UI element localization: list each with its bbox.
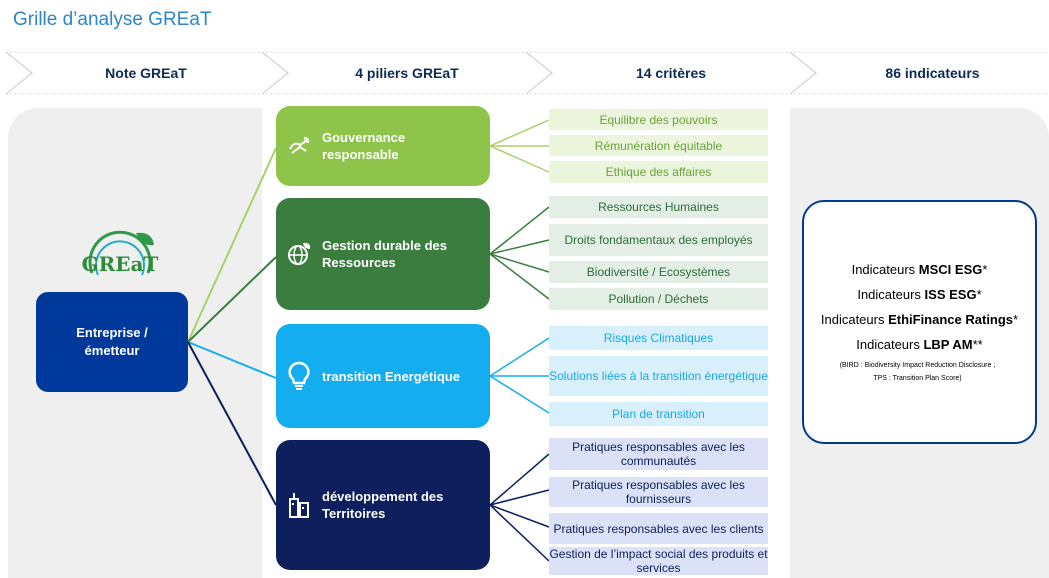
criterion-item: Ethique des affaires — [549, 161, 768, 183]
header-criteres: 14 critères — [635, 65, 707, 81]
pillar-label: Gouvernance responsable — [322, 130, 406, 162]
criterion-item: Pratiques responsables avec les fourniss… — [549, 477, 768, 507]
entity-label: Entreprise / émetteur — [76, 325, 148, 358]
globe-leaf-icon — [276, 240, 322, 268]
pillar-territoires: développement des Territoires — [276, 440, 490, 570]
criterion-item: Biodiversité / Ecosystèmes — [549, 261, 768, 283]
pillar-label: développement des Territoires — [322, 489, 444, 521]
criterion-item: Equilibre des pouvoirs — [549, 109, 768, 130]
criterion-item: Ressources Humaines — [549, 196, 768, 218]
pillar-energie: transition Energétique — [276, 324, 490, 428]
indicator-msci: Indicateurs MSCI ESG* — [851, 262, 988, 277]
criterion-item: Pollution / Déchets — [549, 288, 768, 310]
great-logo — [88, 230, 154, 276]
criterion-item: Rémunération équitable — [549, 135, 768, 156]
buildings-icon — [276, 491, 322, 519]
criterion-item: Pratiques responsables avec les communau… — [549, 438, 768, 470]
pillar-ressources: Gestion durable des Ressources — [276, 198, 490, 310]
criterion-item: Gestion de l’impact social des produits … — [549, 547, 768, 575]
pillar-label: Gestion durable des Ressources — [322, 238, 447, 270]
indicator-ethifinance: Indicateurs EthiFinance Ratings* — [820, 312, 1019, 327]
criterion-item: Droits fondamentaux des employés — [549, 224, 768, 256]
header-chevron-band — [5, 52, 1049, 94]
criterion-item: Solutions liées à la transition énergéti… — [549, 356, 768, 396]
header-indicateurs: 86 indicateurs — [885, 65, 980, 81]
criterion-item: Risques Climatiques — [549, 326, 768, 350]
indicator-iss: Indicateurs ISS ESG* — [857, 287, 982, 302]
note-tps: TPS : Transition Plan Score) — [873, 375, 962, 382]
criterion-item: Plan de transition — [549, 402, 768, 426]
page-title: Grille d’analyse GREaT — [13, 9, 212, 30]
note-bird: (BIRD : Biodiversity Impact Reduction Di… — [839, 362, 996, 369]
header-note: Note GREaT — [105, 65, 187, 81]
header-piliers: 4 piliers GREaT — [355, 65, 459, 81]
criterion-item: Pratiques responsables avec les clients — [549, 513, 768, 544]
logo-text: GREaT — [81, 252, 159, 276]
pillar-gouvernance: Gouvernance responsable — [276, 106, 490, 186]
entity-box: Entreprise / émetteur — [36, 292, 188, 392]
lightbulb-icon — [276, 361, 322, 391]
pillar-label: transition Energétique — [322, 368, 460, 384]
indicator-lbpam: Indicateurs LBP AM** — [856, 337, 983, 352]
handshake-leaf-icon — [276, 133, 322, 159]
indicators-box — [802, 200, 1037, 444]
